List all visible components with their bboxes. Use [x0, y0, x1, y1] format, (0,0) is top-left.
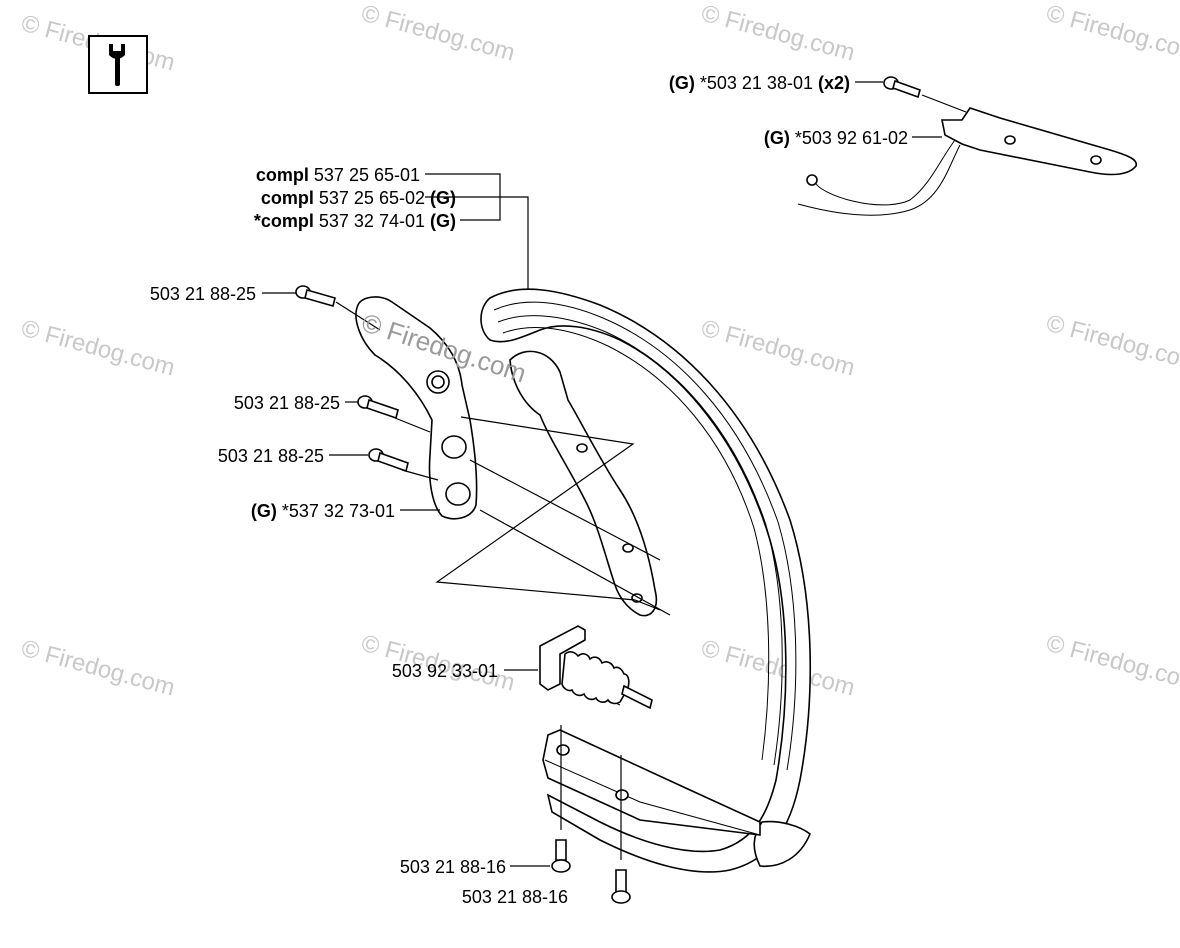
callout-label: 503 21 88-25: [234, 393, 340, 413]
callout-label: *compl 537 32 74-01 (G): [254, 211, 456, 231]
watermark: © Firedog.com: [1043, 310, 1180, 377]
callout-label: (G) *503 92 61-02: [764, 128, 908, 148]
callout-label: 503 21 88-25: [150, 284, 256, 304]
watermark: © Firedog.com: [1043, 0, 1180, 67]
watermark: © Firedog.com: [18, 315, 177, 382]
watermark: © Firedog.com: [18, 635, 177, 702]
callout-label: 503 21 88-16: [462, 887, 568, 907]
front-handle: [480, 288, 812, 873]
watermark: © Firedog.com: [698, 315, 857, 382]
callout-label: 503 21 88-16: [400, 857, 506, 877]
watermark: © Firedog.com: [698, 635, 857, 702]
callout-label: 503 21 88-25: [218, 446, 324, 466]
av-spring: [539, 625, 653, 710]
heating-element: [797, 76, 1138, 216]
screw: [368, 448, 409, 473]
callout-label: (G) *537 32 73-01: [251, 501, 395, 521]
screw: [611, 869, 631, 904]
leader-lines: [262, 81, 967, 867]
screw: [357, 395, 399, 420]
watermark: © Firedog.com: [1043, 630, 1180, 697]
screw: [295, 285, 336, 307]
callout-label: 503 92 33-01: [392, 661, 498, 681]
wrench-icon: [88, 35, 148, 94]
callout-label: compl 537 25 65-02 (G): [261, 188, 456, 208]
handle-bracket: [355, 296, 478, 520]
watermark: © Firedog.com: [698, 0, 857, 67]
screw: [551, 839, 571, 873]
callout-label: (G) *503 21 38-01 (x2): [669, 73, 850, 93]
watermark: © Firedog.com: [358, 0, 517, 67]
callout-label: compl 537 25 65-01: [256, 165, 420, 185]
